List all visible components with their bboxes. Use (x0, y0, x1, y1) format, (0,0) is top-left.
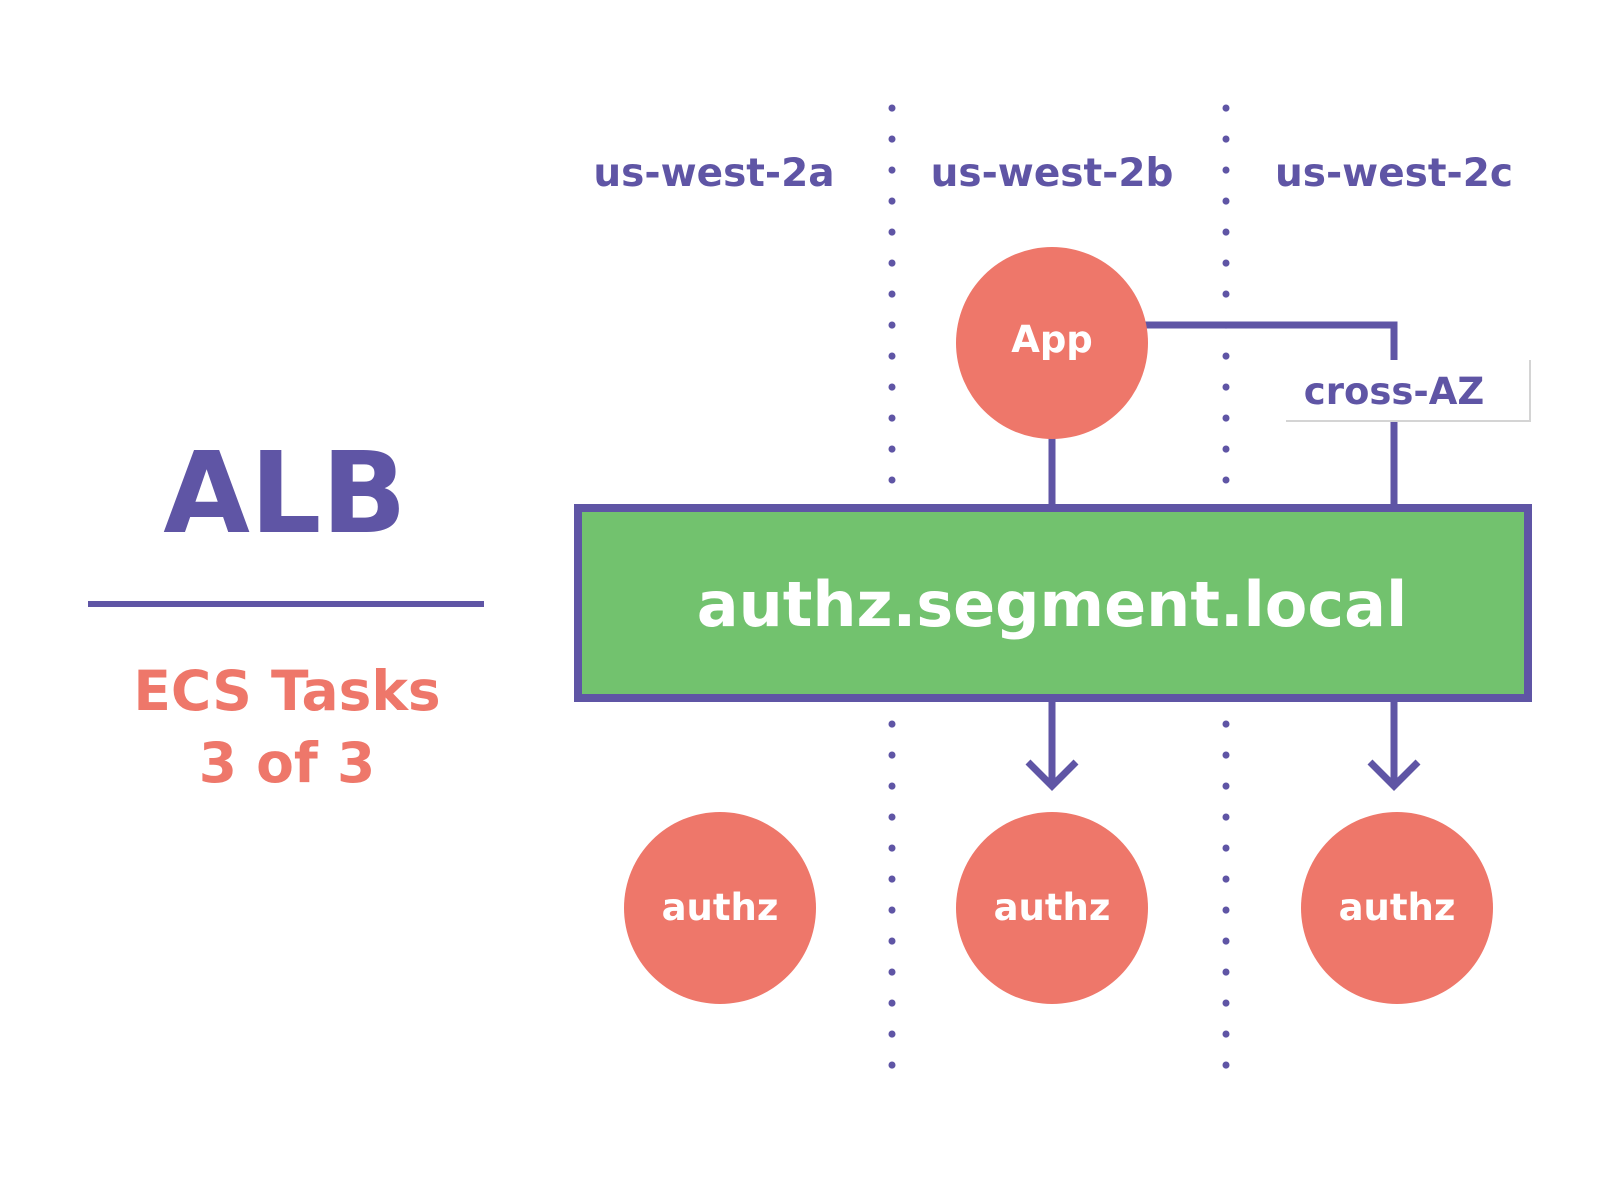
task-node-label-us-west-2c: authz (1339, 886, 1456, 929)
zone-label-us-west-2a: us-west-2a (593, 151, 834, 196)
service-box-label: authz.segment.local (697, 568, 1407, 641)
cross-az-label: cross-AZ (1304, 370, 1484, 413)
subtitle-line-1: ECS Tasks (133, 659, 440, 723)
task-node-us-west-2b[interactable] (956, 812, 1148, 1004)
subtitle-line-2: 3 of 3 (199, 731, 376, 795)
arrow-to-task-2c-head (1367, 759, 1421, 791)
task-node-us-west-2a[interactable] (624, 812, 816, 1004)
cross-az-label-box (1286, 360, 1532, 422)
task-node-us-west-2c[interactable] (1301, 812, 1493, 1004)
arrow-to-task-2b-head (1025, 759, 1079, 791)
connector-app-cross-az (1130, 321, 1398, 508)
diagram-title: ALB (163, 429, 406, 559)
task-node-label-us-west-2b: authz (994, 886, 1111, 929)
app-node-label: App (1011, 318, 1093, 361)
app-node[interactable] (956, 247, 1148, 439)
zone-label-us-west-2c: us-west-2c (1275, 151, 1513, 196)
zone-label-us-west-2b: us-west-2b (931, 151, 1174, 196)
service-box[interactable] (574, 504, 1532, 702)
task-node-label-us-west-2a: authz (662, 886, 779, 929)
